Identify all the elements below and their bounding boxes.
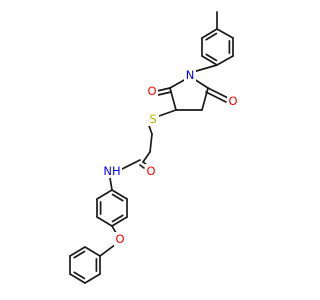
tolyl-ring-double-bond [205, 32, 218, 41]
phenyl-ring-bond [69, 273, 86, 284]
molecule-structure: O O N S O NH [69, 11, 239, 284]
carbonyl-double-bond [157, 91, 172, 96]
atom-label-nh: NH [103, 164, 120, 178]
ch2-ch2-bond [149, 133, 153, 153]
phenylene-ring-bond [111, 189, 128, 200]
carbonyl-double-bond [205, 91, 227, 103]
atom-label-s1: S [149, 112, 156, 126]
atom-n1: N [184, 68, 196, 82]
atom-o4: O [114, 232, 126, 246]
phenylene-ring-double-bond [111, 193, 124, 202]
tolyl-ring-bond [216, 55, 234, 66]
tolyl-ring-double-bond [205, 53, 218, 62]
atom-label-o4: O [115, 232, 124, 246]
phenylene-ring-double-bond [111, 214, 124, 223]
phenyl-ring-bond [69, 246, 86, 257]
imide-c-n-bond [193, 78, 209, 89]
carbonyl-bond [207, 87, 229, 99]
phenylene-ring-bond [96, 216, 113, 227]
aryl-n-bond [192, 64, 218, 73]
tolyl-ring-bond [201, 55, 218, 66]
amide-carbonyl-double-bond [139, 164, 145, 169]
phenylene-ring-bond [96, 189, 113, 200]
imide-n-c-bond [169, 78, 187, 89]
atom-label-o2: O [228, 94, 237, 108]
phenyl-ring-double-bond [73, 271, 86, 280]
tolyl-ring-bond [201, 28, 218, 39]
n-aryl-bond [109, 177, 113, 191]
imide-ring-bond [201, 87, 209, 111]
molecule-structure-canvas: O O N S O NH [69, 11, 239, 284]
phenyl-ring-bond [84, 273, 101, 284]
c-s-bond [158, 109, 177, 117]
ch2-carbonyl-bond [142, 151, 151, 163]
o-aryl-bond [99, 243, 117, 257]
atom-o2: O [227, 94, 239, 108]
phenyl-ring-bond [84, 246, 101, 257]
phenyl-ring-double-bond [73, 250, 86, 259]
atom-s1: S [147, 112, 159, 126]
phenylene-ring-bond [111, 216, 128, 227]
atom-label-o3: O [146, 164, 155, 178]
atom-label-o1: O [147, 84, 156, 98]
tolyl-ring-bond [216, 28, 234, 39]
amide-c-n-bond [121, 159, 141, 170]
carbonyl-bond [156, 87, 171, 92]
bonds [69, 11, 234, 284]
atom-o3: O [145, 164, 157, 178]
atom-label-n1: N [186, 68, 195, 82]
atom-labels: O O N S O NH [102, 68, 239, 246]
aryl-o-bond [111, 225, 117, 234]
atom-nh: NH [102, 164, 122, 178]
atom-o1: O [146, 84, 158, 98]
